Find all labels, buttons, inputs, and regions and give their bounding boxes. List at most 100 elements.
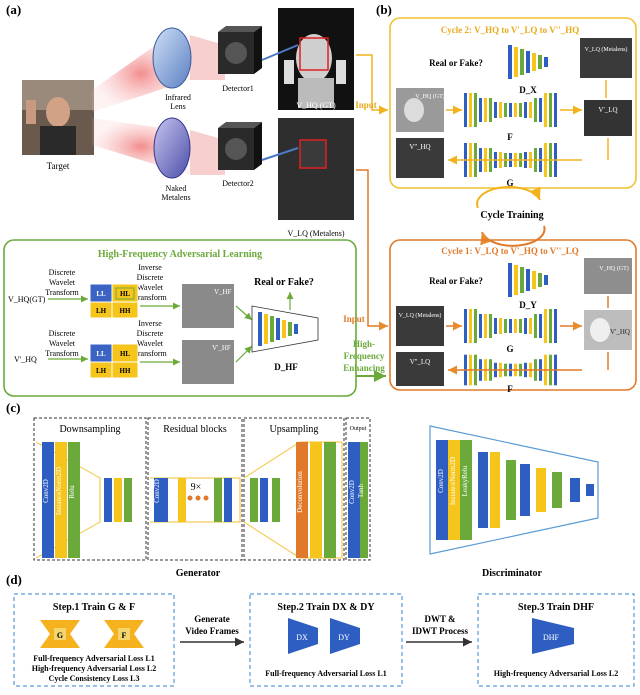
downsampling-box bbox=[33, 417, 147, 561]
net-layer bbox=[504, 319, 507, 333]
panel-c-label: (c) bbox=[6, 400, 20, 415]
f-box bbox=[118, 628, 130, 640]
generator-layer bbox=[104, 478, 112, 522]
img-vlq-metalens-2 bbox=[396, 306, 444, 346]
dhf-bars bbox=[258, 312, 298, 346]
step2-box bbox=[249, 593, 403, 687]
idwt-bottom-4: Transform bbox=[133, 349, 167, 358]
hl-bottom: HL bbox=[120, 350, 130, 358]
panel-d-label: (d) bbox=[6, 572, 22, 587]
step1-box bbox=[13, 593, 175, 687]
generator-layer bbox=[154, 478, 168, 522]
net-layer bbox=[519, 319, 522, 333]
dx-label: D_X bbox=[519, 85, 537, 95]
net-layer bbox=[514, 319, 517, 333]
img-vlq-metalens-2-label: V_LQ (Metalens) bbox=[399, 312, 442, 319]
cycle1-title: Cycle 1: V_LQ to V'_HQ to V''_LQ bbox=[441, 246, 579, 256]
dwt-bottom-2: Wavelet bbox=[49, 339, 76, 348]
discriminator-layer bbox=[520, 464, 530, 516]
net-layer bbox=[539, 314, 542, 338]
generator-layer bbox=[260, 478, 268, 522]
gen-guide-right bbox=[243, 441, 343, 559]
disc-layer bbox=[508, 263, 512, 297]
dot-2 bbox=[195, 495, 201, 501]
disc-outline bbox=[429, 425, 599, 555]
dhf-outline bbox=[251, 305, 319, 353]
disc-layer bbox=[294, 324, 298, 334]
net-layer bbox=[524, 318, 527, 334]
net-layer bbox=[509, 319, 512, 333]
disc-layer bbox=[276, 318, 280, 340]
enhance-1: High- bbox=[353, 339, 375, 349]
img-vlq-metalens-top-label: V_LQ (Metalens) bbox=[585, 46, 628, 53]
ll-top: LL bbox=[96, 290, 106, 298]
cycle-arrow-top bbox=[476, 186, 541, 209]
gen-frames-1: Generate bbox=[194, 614, 229, 624]
net-layer bbox=[509, 103, 512, 117]
generator-layer bbox=[310, 442, 322, 558]
disc-conv-label: Conv2D bbox=[437, 469, 445, 493]
img-vpp-lq bbox=[396, 352, 444, 386]
f-top-label: F bbox=[507, 132, 513, 142]
enhance-3: Enhancing bbox=[343, 363, 385, 373]
net-layer bbox=[534, 314, 537, 338]
generator-layers bbox=[42, 442, 368, 558]
dwt-top-3: Transform bbox=[45, 288, 79, 297]
vhq-gt-label: V_HQ (GT) bbox=[296, 101, 336, 110]
dx-icon bbox=[288, 618, 318, 654]
img-vhq-gt-face bbox=[404, 98, 424, 122]
net-layer bbox=[549, 309, 552, 343]
conv2d-3-label: Conv2D bbox=[348, 480, 356, 504]
gen-frames-2: Video Frames bbox=[185, 626, 239, 636]
net-layer bbox=[484, 314, 487, 338]
net-layer bbox=[499, 318, 502, 334]
img-vhq-gt-2-label: V_HQ (GT) bbox=[599, 265, 629, 272]
cycle2-title: Cycle 2: V_HQ to V'_LQ to V''_HQ bbox=[441, 25, 580, 35]
generator-layer bbox=[42, 442, 54, 558]
relu-1-label: Relu bbox=[68, 485, 76, 499]
f-label-d: F bbox=[122, 631, 127, 640]
lh-top: LH bbox=[96, 307, 107, 315]
loss3: Cycle Consistency Loss L3 bbox=[49, 674, 140, 683]
detector2-icon bbox=[218, 122, 262, 170]
link-det1-img bbox=[261, 44, 299, 61]
img-vprime-hq-label: V'_HQ bbox=[610, 328, 630, 336]
net-layer bbox=[529, 318, 532, 334]
discriminator-layer bbox=[552, 472, 562, 508]
times9-label: 9× bbox=[191, 482, 202, 493]
generator-layer bbox=[360, 442, 368, 558]
vlq-metalens-image bbox=[278, 118, 354, 220]
target-label: Target bbox=[47, 161, 70, 171]
enhance-2: Frequency bbox=[344, 351, 385, 361]
generator-layer bbox=[272, 478, 280, 522]
idwt-top-1: Inverse bbox=[138, 263, 162, 272]
dwt-1: DWT & bbox=[424, 614, 456, 624]
infrared-lens-label-1: Infrared bbox=[165, 93, 191, 102]
net-layer bbox=[464, 93, 467, 127]
naked-metalens-label-2: Metalens bbox=[161, 193, 190, 202]
vhf-top-label: V_HF bbox=[214, 288, 232, 296]
infrared-lens-icon bbox=[152, 27, 192, 89]
gen-guide-mid bbox=[150, 477, 241, 523]
output-box bbox=[345, 417, 371, 561]
img-vhq-gt-2 bbox=[584, 258, 632, 294]
disc-layer bbox=[526, 269, 530, 291]
hh-bottom: HH bbox=[120, 367, 131, 375]
step1-title: Step.1 Train G & F bbox=[53, 602, 135, 613]
input-bottom-label: Input bbox=[343, 314, 365, 324]
dot-1 bbox=[187, 495, 193, 501]
discriminator-layer bbox=[436, 440, 448, 540]
generator-layer bbox=[114, 478, 122, 522]
discriminator-layer bbox=[570, 478, 580, 502]
vhf-bottom-label: V'_HF bbox=[212, 344, 231, 352]
hf-real-fake: Real or Fake? bbox=[254, 277, 314, 288]
disc-leaky-label: LeakyRelu bbox=[461, 465, 469, 496]
net-layer bbox=[549, 93, 552, 127]
net-layer bbox=[489, 98, 492, 122]
disc-layer bbox=[526, 51, 530, 73]
disc-layer bbox=[258, 312, 262, 346]
discriminator-layers bbox=[436, 440, 594, 540]
output-label: Output bbox=[350, 426, 367, 432]
cycle-training-label: Cycle Training bbox=[480, 210, 543, 221]
downsampling-label: Downsampling bbox=[59, 424, 120, 435]
